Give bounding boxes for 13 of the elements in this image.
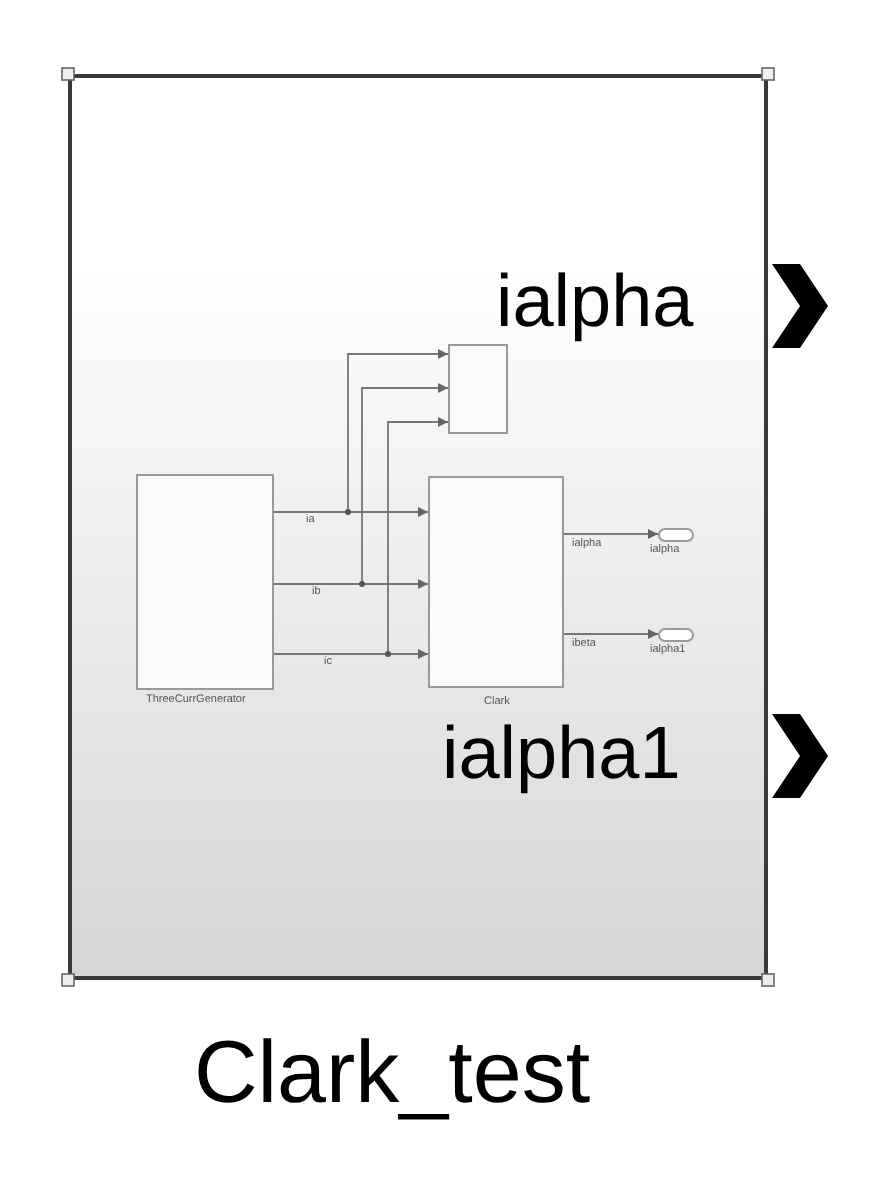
port-label: ialpha1	[442, 716, 681, 790]
signal-line	[273, 349, 449, 513]
signal-line	[563, 629, 659, 639]
subsystem-block	[68, 74, 768, 980]
clark-block	[428, 476, 564, 688]
outport-block	[658, 628, 694, 642]
scope-block	[448, 344, 508, 434]
port-label: ialpha	[496, 264, 694, 338]
signal-line	[563, 529, 659, 539]
outport-block	[658, 528, 694, 542]
signal-line	[273, 383, 449, 585]
generator-block	[136, 474, 274, 690]
block-name: Clark_test	[194, 1030, 591, 1118]
